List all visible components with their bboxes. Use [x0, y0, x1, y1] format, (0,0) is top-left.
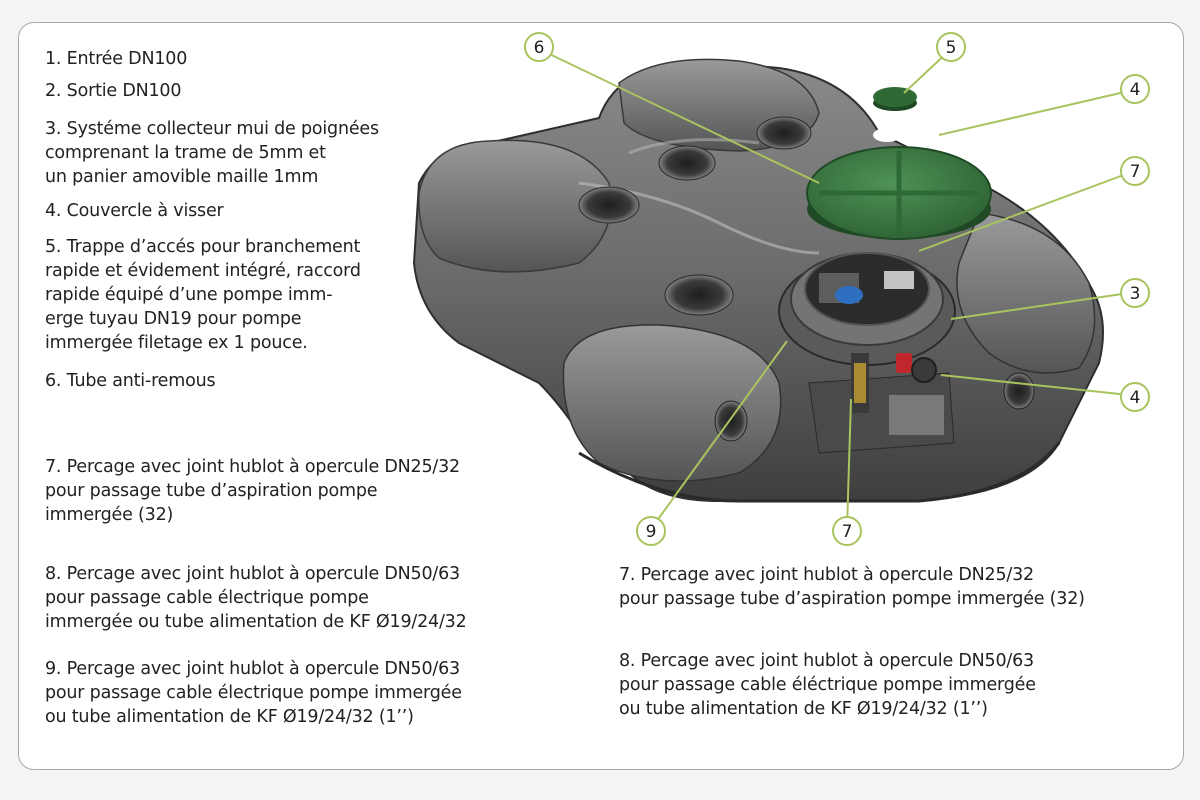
legend-item-1: 1. Entrée DN100 [45, 49, 188, 69]
legend-item-2: 2. Sortie DN100 [45, 81, 182, 101]
callout-5: 5 [936, 32, 966, 62]
callout-9: 9 [636, 516, 666, 546]
svg-text:3: 3 [1130, 284, 1141, 304]
callout-7-top: 7 [1120, 156, 1150, 186]
callout-7-bottom: 7 [832, 516, 862, 546]
tank-body [412, 58, 1104, 503]
legend-right-item-8: 8. Percage avec joint hublot à opercule … [619, 651, 1036, 719]
callout-4-top: 4 [1120, 74, 1150, 104]
callout-3: 3 [1120, 278, 1150, 308]
legend-item-3: 3. Systéme collecteur mui de poignées co… [45, 119, 379, 187]
collector-system [778, 252, 956, 413]
callout-6: 6 [524, 32, 554, 62]
green-screw-lid [806, 128, 992, 240]
legend-item-4: 4. Couvercle à visser [45, 201, 224, 221]
svg-text:9: 9 [646, 522, 657, 542]
legend-item-6: 6. Tube anti-remous [45, 371, 216, 391]
legend-item-8: 8. Percage avec joint hublot à opercule … [45, 564, 467, 632]
svg-text:5: 5 [946, 38, 957, 58]
svg-text:4: 4 [1130, 80, 1141, 100]
legend-right-item-7: 7. Percage avec joint hublot à opercule … [619, 565, 1085, 609]
svg-text:4: 4 [1130, 388, 1141, 408]
red-valve [896, 353, 912, 373]
access-hatch [873, 87, 917, 111]
legend-item-9: 9. Percage avec joint hublot à opercule … [45, 659, 462, 727]
legend-item-5: 5. Trappe d’accés pour branchement rapid… [45, 237, 361, 353]
svg-text:6: 6 [534, 38, 545, 58]
svg-text:7: 7 [1130, 162, 1141, 182]
svg-text:7: 7 [842, 522, 853, 542]
callout-4-bottom: 4 [1120, 382, 1150, 412]
diagram-card: 1. Entrée DN100 2. Sortie DN100 3. Systé… [18, 22, 1184, 770]
legend-item-7: 7. Percage avec joint hublot à opercule … [45, 457, 460, 525]
side-port [911, 357, 937, 383]
tank-illustration: 6 5 4 7 3 4 9 7 [412, 32, 1150, 546]
